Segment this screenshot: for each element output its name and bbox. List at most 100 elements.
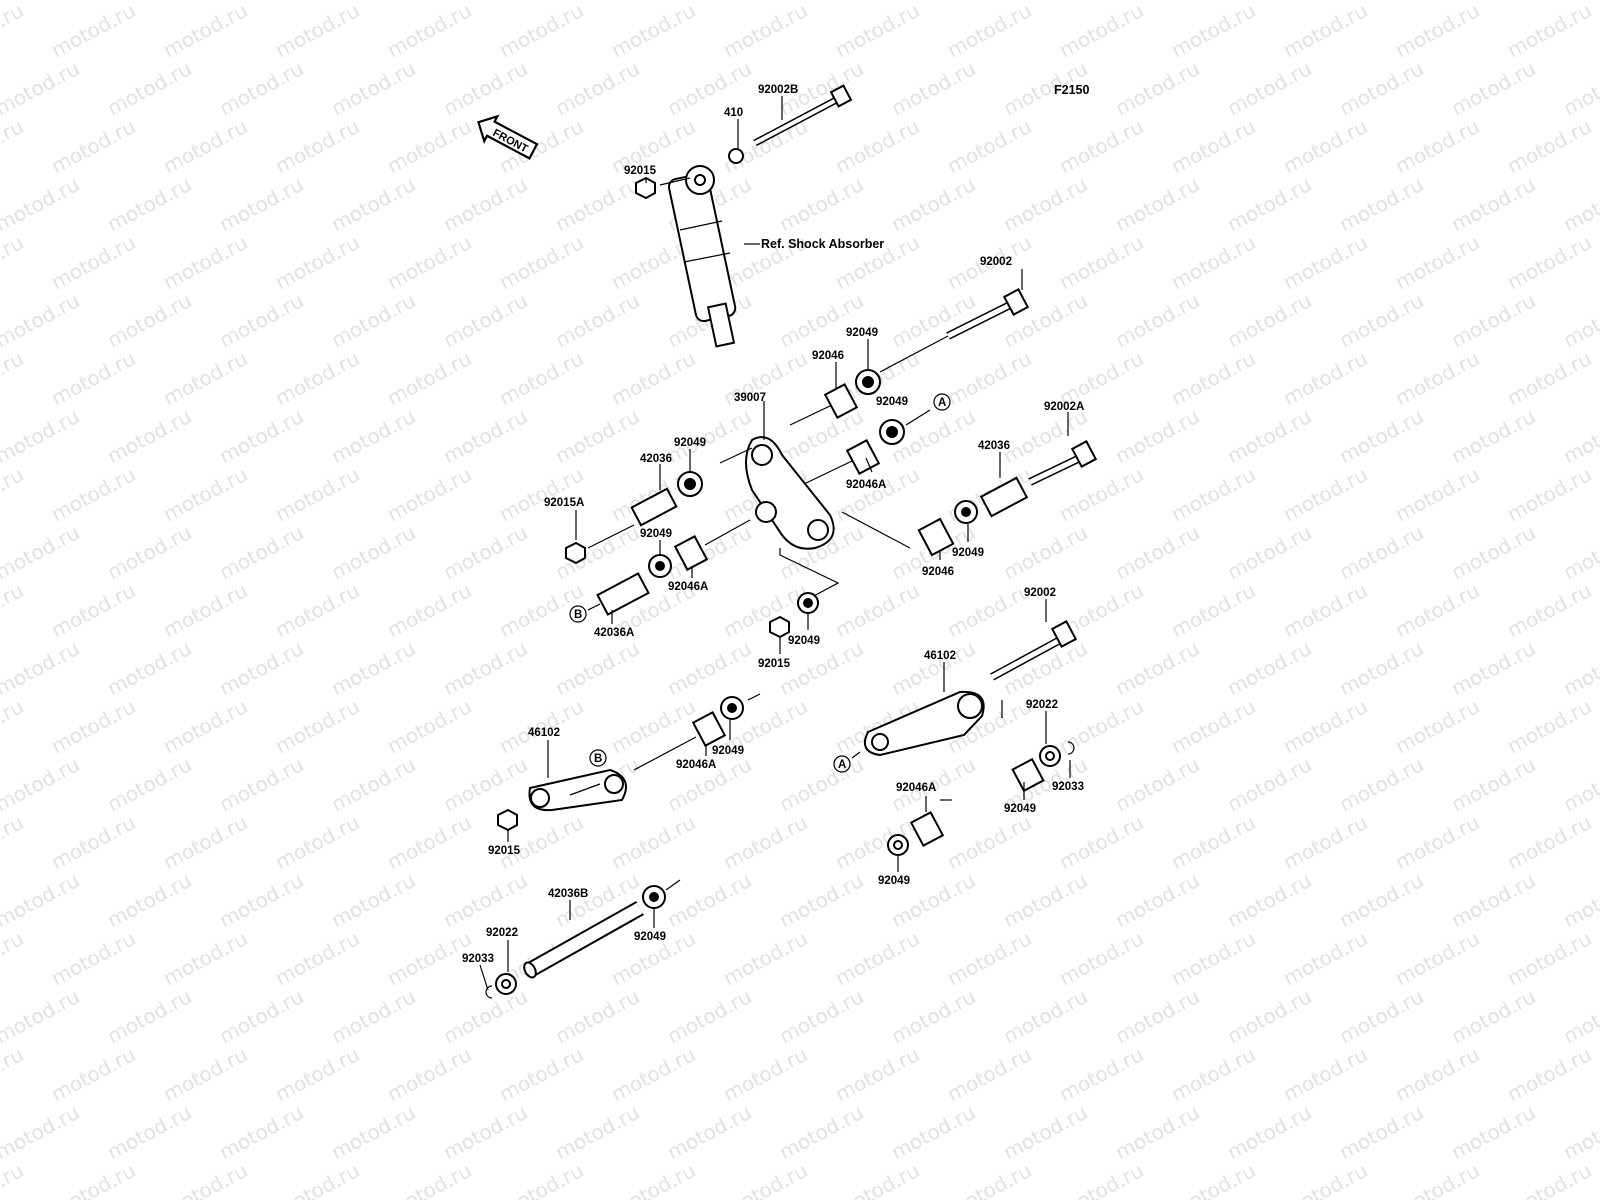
watermark-text: motod.ru — [215, 288, 307, 352]
watermark-text: motod.ru — [47, 0, 139, 62]
collar-42036A — [596, 572, 650, 616]
watermark-text: motod.ru — [1447, 404, 1539, 468]
watermark-text: motod.ru — [215, 636, 307, 700]
watermark-text: motod.ru — [383, 230, 475, 294]
watermark-text: motod.ru — [327, 752, 419, 816]
watermark-text: motod.ru — [1167, 1042, 1259, 1106]
watermark-text: motod.ru — [1111, 288, 1203, 352]
watermark-text: motod.ru — [1167, 926, 1259, 990]
watermark-text: motod.ru — [271, 694, 363, 758]
marker-a-right — [833, 755, 851, 773]
watermark-text: motod.ru — [831, 1042, 923, 1106]
watermark-text: motod.ru — [327, 56, 419, 120]
watermark-text: motod.ru — [0, 694, 27, 758]
watermark-text: motod.ru — [999, 172, 1091, 236]
watermark-text: motod.ru — [831, 114, 923, 178]
link-39007 — [745, 436, 835, 550]
watermark-text: motod.ru — [719, 810, 811, 874]
watermark-text: motod.ru — [1279, 114, 1371, 178]
lever-46102-right — [864, 690, 985, 757]
watermark-text: motod.ru — [0, 172, 83, 236]
watermark-text: motod.ru — [551, 404, 643, 468]
watermark-text: motod.ru — [0, 230, 27, 294]
watermark-text: motod.ru — [159, 1158, 251, 1200]
watermark-text: motod.ru — [1055, 926, 1147, 990]
watermark-text: motod.ru — [719, 1042, 811, 1106]
watermark-text: motod.ru — [1167, 462, 1259, 526]
watermark-text: motod.ru — [1447, 56, 1539, 120]
watermark-text: motod.ru — [47, 114, 139, 178]
watermark-text: motod.ru — [1391, 578, 1483, 642]
watermark-text: motod.ru — [1223, 288, 1315, 352]
watermark-text: motod.ru — [1503, 810, 1595, 874]
watermark-text: motod.ru — [943, 0, 1035, 62]
watermark-text: motod.ru — [159, 1042, 251, 1106]
shock-absorber — [667, 165, 760, 348]
watermark-text: motod.ru — [1335, 868, 1427, 932]
watermark-text: motod.ru — [943, 926, 1035, 990]
watermark-text: motod.ru — [1111, 172, 1203, 236]
label-92046A-b: 92046A — [668, 581, 708, 593]
watermark-text: motod.ru — [103, 1100, 195, 1164]
watermark-text: motod.ru — [831, 462, 923, 526]
collar-42036-a — [630, 487, 678, 527]
watermark-text: motod.ru — [0, 404, 83, 468]
watermark-text: motod.ru — [551, 172, 643, 236]
watermark-text: motod.ru — [47, 926, 139, 990]
watermark-text: motod.ru — [1055, 114, 1147, 178]
watermark-text: motod.ru — [439, 520, 531, 584]
watermark-text: motod.ru — [719, 578, 811, 642]
label-42036-a: 42036 — [640, 453, 672, 465]
watermark-text: motod.ru — [1447, 868, 1539, 932]
watermark-text: motod.ru — [439, 752, 531, 816]
watermark-text: motod.ru — [1167, 694, 1259, 758]
watermark-text: motod.ru — [607, 1158, 699, 1200]
label-92002-top: 92002 — [980, 256, 1012, 268]
watermark-text: motod.ru — [1559, 752, 1600, 816]
watermark-text: motod.ru — [383, 1042, 475, 1106]
label-42036B: 42036B — [548, 888, 588, 900]
watermark-text: motod.ru — [1503, 926, 1595, 990]
watermark-text: motod.ru — [327, 404, 419, 468]
circlip-92033-l — [485, 985, 493, 999]
watermark-text: motod.ru — [943, 1042, 1035, 1106]
watermark-text: motod.ru — [663, 636, 755, 700]
watermark-text: motod.ru — [439, 1100, 531, 1164]
watermark-text: motod.ru — [1279, 1042, 1371, 1106]
watermark-text: motod.ru — [0, 288, 83, 352]
watermark-text: motod.ru — [495, 1042, 587, 1106]
washer-410 — [728, 148, 744, 164]
watermark-text: motod.ru — [1223, 1100, 1315, 1164]
label-92033-left: 92033 — [462, 953, 494, 965]
label-46102-left: 46102 — [528, 727, 560, 739]
watermark-text: motod.ru — [271, 1158, 363, 1200]
watermark-text: motod.ru — [1279, 0, 1371, 62]
bolt-92002B — [753, 84, 853, 147]
watermark-text: motod.ru — [215, 868, 307, 932]
watermark-text: motod.ru — [439, 56, 531, 120]
bearing-92046-b — [917, 517, 955, 557]
label-410: 410 — [724, 107, 743, 119]
watermark-text: motod.ru — [1391, 926, 1483, 990]
bearing-92049-g — [1011, 757, 1045, 793]
watermark-text: motod.ru — [1111, 56, 1203, 120]
watermark-text: motod.ru — [271, 926, 363, 990]
watermark-text: motod.ru — [1447, 984, 1539, 1048]
watermark-text: motod.ru — [1335, 404, 1427, 468]
watermark-text: motod.ru — [495, 462, 587, 526]
watermark-text: motod.ru — [0, 752, 83, 816]
watermark-text: motod.ru — [831, 578, 923, 642]
watermark-text: motod.ru — [551, 636, 643, 700]
watermark-text: motod.ru — [831, 926, 923, 990]
watermark-text: motod.ru — [1335, 288, 1427, 352]
watermark-text: motod.ru — [0, 56, 83, 120]
watermark-text: motod.ru — [719, 0, 811, 62]
watermark-text: motod.ru — [551, 520, 643, 584]
watermark-text: motod.ru — [943, 114, 1035, 178]
watermark-text: motod.ru — [327, 636, 419, 700]
marker-b-left-label: B — [574, 609, 582, 621]
watermark-text: motod.ru — [103, 636, 195, 700]
watermark-text: motod.ru — [103, 288, 195, 352]
watermark-text: motod.ru — [271, 578, 363, 642]
watermark-text: motod.ru — [551, 984, 643, 1048]
